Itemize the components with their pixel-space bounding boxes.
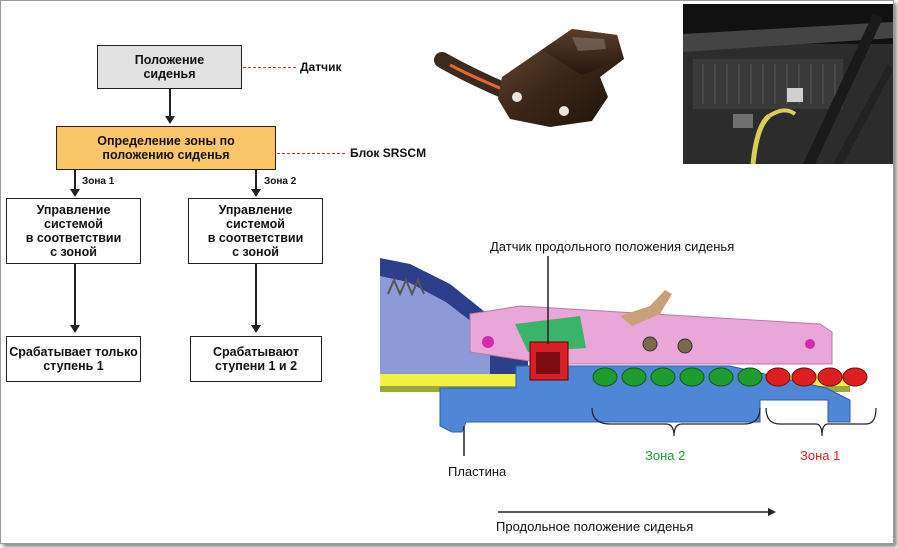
zone1-markers	[765, 367, 868, 387]
arrowhead	[70, 189, 80, 197]
zone2-marker	[679, 367, 705, 387]
zone1-marker	[791, 367, 817, 387]
zone1-marker	[817, 367, 843, 387]
spring	[387, 277, 425, 297]
arrowhead	[251, 189, 261, 197]
zone2-bracket	[591, 407, 761, 437]
title-sensor: Датчик продольного положения сиденья	[490, 239, 734, 254]
box-zone-definition: Определение зоны по положению сиденья	[56, 126, 276, 170]
zone2-marker	[650, 367, 676, 387]
srscm-leader-line	[277, 153, 345, 154]
bolt	[642, 336, 658, 352]
seat-rail-photo	[683, 4, 893, 164]
zone1-bracket	[765, 407, 877, 437]
arrowhead	[251, 325, 261, 333]
label-zone2: Зона 2	[645, 448, 685, 463]
zone2-marker	[621, 367, 647, 387]
seat-rail-diagram: Датчик продольного положения сиденья Пла…	[380, 239, 877, 534]
seat-frame-inner	[380, 276, 490, 376]
bolt	[677, 338, 693, 354]
arrowhead	[165, 116, 175, 124]
connector-line	[169, 89, 171, 117]
lever	[620, 290, 672, 326]
zone2-markers	[592, 367, 763, 387]
label-sensor: Датчик	[300, 60, 342, 74]
label-axis: Продольное положение сиденья	[496, 519, 693, 534]
connector-line	[255, 170, 257, 190]
bolt	[805, 339, 815, 349]
label-srscm: Блок SRSCM	[350, 146, 427, 160]
sensor-leader-line	[243, 67, 296, 68]
bolt	[482, 336, 494, 348]
label-plate: Пластина	[448, 464, 507, 479]
zone2-marker	[708, 367, 734, 387]
box-seat-position: Положение сиденья	[97, 45, 242, 89]
box-control-left: Управление системой в соответствии с зон…	[6, 198, 141, 264]
zone1-label: Зона 1	[82, 176, 115, 187]
zone1-marker	[842, 367, 868, 387]
box-control-right: Управление системой в соответствии с зон…	[188, 198, 323, 264]
connector-line	[74, 170, 76, 190]
zone1-marker	[765, 367, 791, 387]
arrowhead	[70, 325, 80, 333]
sensor-body	[536, 352, 560, 374]
zone2-marker	[737, 367, 763, 387]
connector-line	[74, 264, 76, 326]
label-zone1: Зона 1	[800, 448, 840, 463]
zone2-marker	[592, 367, 618, 387]
box-result-left: Срабатывает только ступень 1	[6, 336, 141, 382]
sensor-photo	[432, 15, 637, 135]
axis-arrowhead	[768, 508, 776, 516]
zone2-label: Зона 2	[264, 176, 297, 187]
connector-line	[255, 264, 257, 326]
box-result-right: Срабатывают ступени 1 и 2	[190, 336, 322, 382]
